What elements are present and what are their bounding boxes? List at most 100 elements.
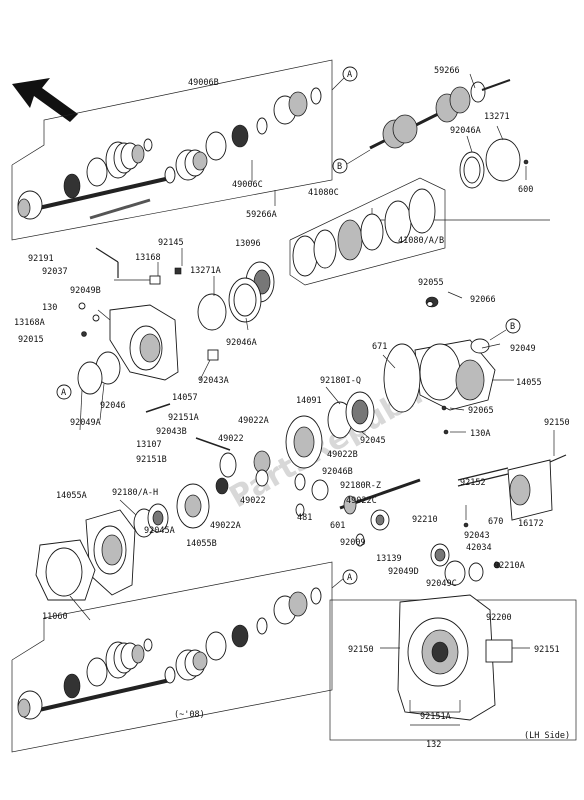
callout-marker-a-bottom: A xyxy=(342,569,358,585)
label-600: 600 xyxy=(518,185,533,195)
label-13107: 13107 xyxy=(136,440,162,450)
label-92049A: 92049A xyxy=(70,418,101,428)
ring-gear-14091 xyxy=(285,391,375,469)
callout-marker-b-mid: B xyxy=(505,318,521,334)
label-49022C: 49022C xyxy=(346,496,377,506)
label-601: 601 xyxy=(330,521,345,531)
svg-text:B: B xyxy=(337,162,342,172)
label-13096: 13096 xyxy=(235,239,261,249)
label-92046A-top: 92046A xyxy=(450,126,481,136)
label-92043A: 92043A xyxy=(198,376,229,386)
front-direction-arrow-icon xyxy=(12,78,78,122)
label-92210A: 92210A xyxy=(494,561,525,571)
part-number-labels: 49006B 59266 13271 92046A 49006C 59266A … xyxy=(14,66,570,750)
label-59266: 59266 xyxy=(434,66,460,76)
left-case-upper xyxy=(77,247,227,413)
label-92180AH: 92180/A-H xyxy=(112,488,158,498)
label-49006C: 49006C xyxy=(232,180,263,190)
label-14055: 14055 xyxy=(516,378,542,388)
label-92066: 92066 xyxy=(470,295,496,305)
label-92049B: 92049B xyxy=(70,286,101,296)
callout-marker-a-top: A xyxy=(342,66,358,82)
svg-text:A: A xyxy=(347,573,352,583)
bottom-driveshaft-group xyxy=(11,561,345,753)
label-92150-bottom: 92150 xyxy=(348,645,374,655)
label-92037: 92037 xyxy=(42,267,68,277)
label-92180IQ: 92180I-Q xyxy=(320,376,361,386)
label-92180RZ: 92180R-Z xyxy=(340,481,381,491)
pinion-shaft xyxy=(339,478,421,547)
label-92151A-left: 92151A xyxy=(168,413,199,423)
label-49022-b: 49022 xyxy=(240,496,266,506)
label-13271: 13271 xyxy=(484,112,510,122)
label-92043B: 92043B xyxy=(156,427,187,437)
label-13139: 13139 xyxy=(376,554,402,564)
actuator-16172 xyxy=(457,454,567,521)
label-92210: 92210 xyxy=(412,515,438,525)
label-92043: 92043 xyxy=(464,531,490,541)
pinion-bearing-stack xyxy=(430,505,501,586)
label-481: 481 xyxy=(297,513,312,523)
label-92049C: 92049C xyxy=(426,579,457,589)
label-92191: 92191 xyxy=(28,254,54,264)
label-92046B: 92046B xyxy=(322,467,353,477)
label-13168A: 13168A xyxy=(14,318,45,328)
label-130: 130 xyxy=(42,303,57,313)
label-92152: 92152 xyxy=(460,478,486,488)
label-16172: 16172 xyxy=(518,519,544,529)
diff-case-14055 xyxy=(383,296,496,435)
label-670: 670 xyxy=(488,517,503,527)
label-92046: 92046 xyxy=(100,401,126,411)
label-92015: 92015 xyxy=(18,335,44,345)
label-14055B: 14055B xyxy=(186,539,217,549)
label-41080C: 41080C xyxy=(308,188,339,198)
boot-left xyxy=(105,141,145,179)
label-132: 132 xyxy=(426,740,441,750)
label-49006B: 49006B xyxy=(188,78,219,88)
svg-text:B: B xyxy=(510,322,515,332)
label-92045-mid: 92045 xyxy=(360,436,386,446)
svg-text:A: A xyxy=(61,388,66,398)
label-year-range: (~'08) xyxy=(174,710,205,720)
label-92049D: 92049D xyxy=(388,567,419,577)
label-92065: 92065 xyxy=(468,406,494,416)
label-14055A: 14055A xyxy=(56,491,87,501)
label-41080AB: 41080/A/B xyxy=(398,236,444,246)
right-driveshaft xyxy=(369,79,511,150)
label-13271A: 13271A xyxy=(190,266,221,276)
label-92150-right: 92150 xyxy=(544,418,570,428)
lh-side-box xyxy=(329,594,577,741)
label-59266A: 59266A xyxy=(246,210,277,220)
left-case-lower xyxy=(35,483,210,601)
label-92151A-bottom: 92151A xyxy=(420,712,451,722)
clutch-plate-pack xyxy=(289,177,446,286)
label-lh-side: (LH Side) xyxy=(524,731,570,741)
top-driveshaft-group xyxy=(11,59,345,241)
label-11060: 11060 xyxy=(42,612,68,622)
label-49022A-b: 49022A xyxy=(210,521,241,531)
callout-marker-b-right: B xyxy=(332,158,348,174)
side-gears xyxy=(195,437,329,517)
label-671: 671 xyxy=(372,342,387,352)
label-92049: 92049 xyxy=(510,344,536,354)
callout-marker-a-left: A xyxy=(56,384,72,400)
label-13168: 13168 xyxy=(135,253,161,263)
label-130A: 130A xyxy=(470,429,490,439)
svg-text:A: A xyxy=(347,70,352,80)
leader-lines xyxy=(69,248,555,621)
label-92151-bottom: 92151 xyxy=(534,645,560,655)
label-92200: 92200 xyxy=(486,613,512,623)
label-92045A: 92045A xyxy=(144,526,175,536)
label-49022B: 49022B xyxy=(327,450,358,460)
label-14057: 14057 xyxy=(172,393,198,403)
label-92046A-mid: 92046A xyxy=(226,338,257,348)
boot-mid xyxy=(175,149,208,181)
label-49022-a: 49022 xyxy=(218,434,244,444)
label-92009: 92009 xyxy=(340,538,366,548)
label-92151B: 92151B xyxy=(136,455,167,465)
label-49022A-a: 49022A xyxy=(238,416,269,426)
bearing-13096 xyxy=(228,261,275,323)
label-92055: 92055 xyxy=(418,278,444,288)
label-14091: 14091 xyxy=(296,396,322,406)
